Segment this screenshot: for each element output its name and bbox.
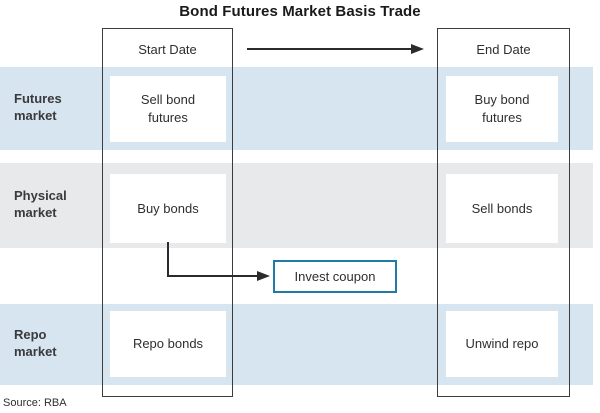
- invest-coupon-box: Invest coupon: [273, 260, 397, 293]
- end-date-label: End Date: [476, 42, 531, 57]
- start-date-column: [102, 28, 233, 397]
- action-box-repo-bonds: Repo bonds: [110, 311, 226, 377]
- action-box-sell-bond-futures: Sell bond futures: [110, 76, 226, 142]
- action-box-sell-bonds: Sell bonds: [446, 174, 558, 243]
- row-label-physical-market: Physical market: [14, 188, 67, 220]
- diagram-title: Bond Futures Market Basis Trade: [179, 3, 421, 20]
- start-date-label: Start Date: [138, 42, 197, 57]
- row-label-futures-market: Futures market: [14, 91, 62, 123]
- row-label-repo-market: Repo market: [14, 327, 57, 359]
- source-note: Source: RBA: [3, 397, 67, 409]
- action-box-buy-bond-futures: Buy bond futures: [446, 76, 558, 142]
- action-box-unwind-repo: Unwind repo: [446, 311, 558, 377]
- end-date-column: [437, 28, 570, 397]
- action-box-buy-bonds: Buy bonds: [110, 174, 226, 243]
- timeline-arrow: [247, 44, 424, 54]
